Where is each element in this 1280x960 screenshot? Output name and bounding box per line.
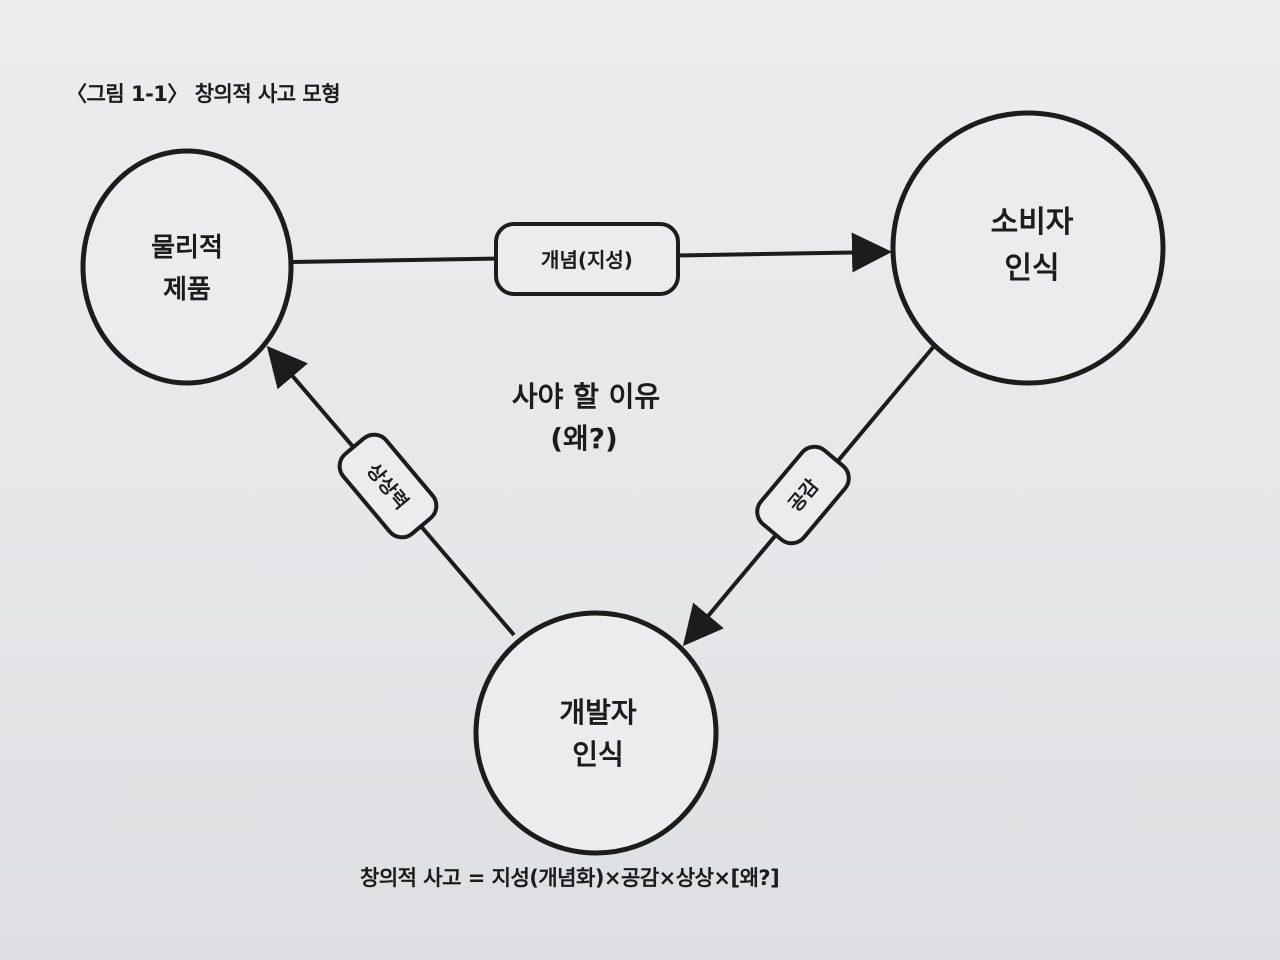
node-consumer-perception-line2: 인식 bbox=[1004, 251, 1059, 286]
node-developer-perception-line2: 인식 bbox=[572, 738, 624, 771]
center-reason-line2: (왜?) bbox=[550, 422, 618, 455]
node-consumer-perception-line1: 소비자 bbox=[991, 205, 1074, 240]
edge-concept: 개념(지성) bbox=[291, 222, 892, 296]
node-developer-perception-line1: 개발자 bbox=[559, 696, 637, 729]
node-developer-perception: 개발자 인식 bbox=[473, 610, 719, 856]
figure-caption: 〈그림 1-1〉 창의적 사고 모형 bbox=[66, 82, 341, 106]
edge-imagination: 상상력 bbox=[266, 345, 516, 637]
edge-empathy-label-box bbox=[755, 444, 851, 546]
node-consumer-perception: 소비자 인식 bbox=[890, 110, 1166, 386]
node-physical-product: 물리적 제품 bbox=[80, 148, 294, 386]
edge-concept-label: 개념(지성) bbox=[541, 248, 633, 272]
edge-concept-label-box bbox=[494, 222, 680, 296]
edge-imagination-label-box bbox=[337, 432, 439, 540]
node-developer-perception-circle bbox=[473, 610, 719, 856]
creative-thinking-formula: 창의적 사고 = 지성(개념화)×공감×상상×[왜?] bbox=[360, 866, 780, 890]
edge-empathy: 공감 bbox=[682, 343, 937, 647]
center-reason-to-buy: 사야 할 이유 (왜?) bbox=[512, 380, 660, 455]
node-consumer-perception-circle bbox=[890, 110, 1166, 386]
center-reason-line1: 사야 할 이유 bbox=[512, 380, 660, 413]
node-physical-product-line1: 물리적 bbox=[151, 233, 223, 263]
node-physical-product-circle bbox=[80, 148, 294, 386]
node-physical-product-line2: 제품 bbox=[163, 275, 211, 305]
